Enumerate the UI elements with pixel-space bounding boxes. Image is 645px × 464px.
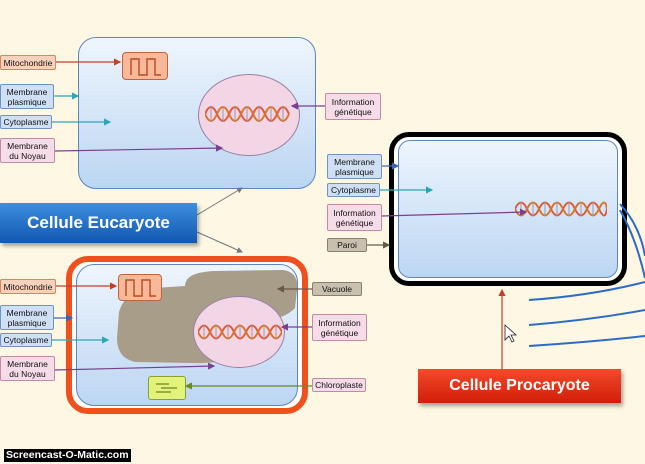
text: Mitochondrie — [3, 281, 53, 292]
label-membrane-plasmique-top: Membrane plasmique — [0, 84, 54, 109]
text: du Noyau — [9, 368, 46, 379]
label-information-genetique-bottom: Information génétique — [312, 314, 367, 341]
label-cytoplasme-top: Cytoplasme — [0, 115, 52, 129]
text: Membrane — [334, 156, 375, 167]
dna-strand-icon — [515, 201, 607, 217]
dna-strand-icon — [205, 106, 290, 122]
text: Vacuole — [321, 284, 353, 294]
text: Cytoplasme — [3, 335, 49, 345]
text: plasmique — [335, 166, 374, 177]
text: Cytoplasme — [3, 117, 49, 127]
label-cytoplasme-pro: Cytoplasme — [327, 183, 380, 197]
text: plasmique — [7, 96, 47, 107]
text: Paroi — [337, 240, 357, 250]
text: Mitochondrie — [3, 57, 53, 68]
text: génétique — [320, 327, 359, 338]
text: Cytoplasme — [331, 185, 376, 195]
dna-strand-icon — [198, 324, 282, 340]
title-cellule-procaryote: Cellule Procaryote — [418, 369, 621, 403]
text: génétique — [334, 106, 372, 117]
label-membrane-noyau-bottom: Membrane du Noyau — [0, 356, 55, 381]
label-chloroplaste: Chloroplaste — [312, 378, 366, 392]
text: du Noyau — [9, 150, 46, 161]
label-paroi: Paroi — [327, 238, 367, 252]
text: Cellule Eucaryote — [27, 213, 170, 232]
label-membrane-plasmique-pro: Membrane plasmique — [327, 154, 382, 179]
mitochondria-shape — [122, 52, 168, 80]
label-vacuole: Vacuole — [312, 282, 362, 296]
label-membrane-noyau-top: Membrane du Noyau — [0, 138, 55, 163]
label-information-genetique-pro: Information génétique — [327, 204, 382, 231]
label-mitochondria-top: Mitochondrie — [0, 55, 56, 70]
text: Information — [333, 207, 376, 218]
text: Information — [331, 96, 375, 107]
text: génétique — [335, 217, 374, 228]
text: Membrane — [7, 358, 48, 369]
text: plasmique — [7, 317, 47, 328]
label-membrane-plasmique-bottom: Membrane plasmique — [0, 305, 54, 330]
title-cellule-eucaryote: Cellule Eucaryote — [0, 203, 197, 243]
text: Cellule Procaryote — [449, 377, 590, 394]
text: Membrane — [6, 86, 48, 97]
text: Membrane — [7, 140, 48, 151]
mitochondria-shape-bottom — [118, 274, 162, 301]
text: Membrane — [6, 307, 48, 318]
watermark: Screencast-O-Matic.com — [4, 449, 131, 462]
label-information-genetique-top: Information génétique — [325, 93, 381, 120]
label-mitochondria-bottom: Mitochondrie — [0, 279, 56, 294]
text: Chloroplaste — [315, 380, 363, 390]
text: Information — [318, 317, 361, 328]
label-cytoplasme-bottom: Cytoplasme — [0, 333, 52, 347]
